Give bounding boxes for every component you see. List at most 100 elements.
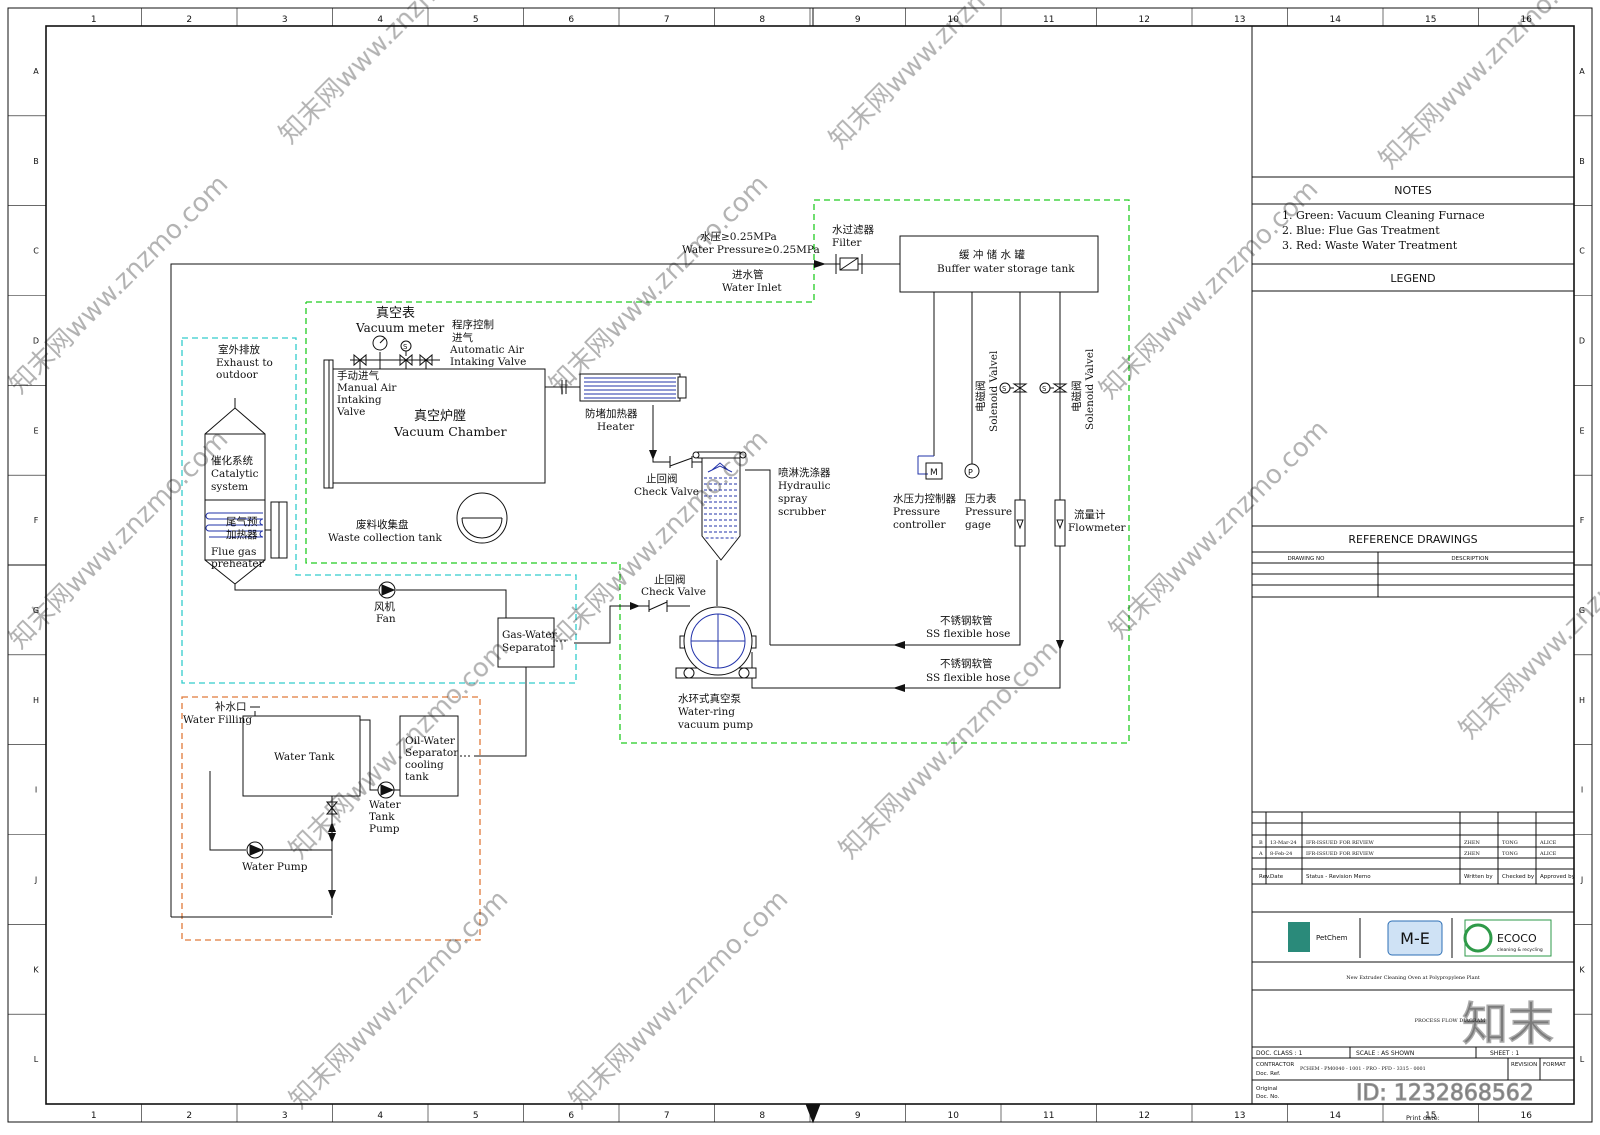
label-waste-en: Waste collection tank xyxy=(328,532,443,544)
grid-column-labels: 1122334455667788991010111112121313141415… xyxy=(91,8,1532,1122)
label-preheater-en1: Flue gas xyxy=(211,546,256,558)
grid-col-label: 4 xyxy=(377,1111,383,1121)
label-catalytic-en1: Catalytic xyxy=(211,468,259,480)
label-vacuum-pump-en1: Water-ring xyxy=(678,706,735,718)
grid-row-label: D xyxy=(1579,336,1585,345)
process-flow: PROCESS FLOW DIAGRAM xyxy=(1415,1018,1486,1024)
grid-col-label: 9 xyxy=(855,1111,861,1121)
label-chamber-cn: 真空炉膛 xyxy=(414,409,466,424)
label-auto-air-en1: Automatic Air xyxy=(449,344,525,356)
solenoid-valve-2 xyxy=(1039,382,1068,394)
label-S2: S xyxy=(1042,385,1047,393)
label-solenoid1-cn: 电磁阀 xyxy=(974,381,987,413)
grid-col-label: 13 xyxy=(1234,1111,1245,1121)
label-catalytic-en2: system xyxy=(211,481,248,493)
rev-header: Status - Revision Memo xyxy=(1306,874,1371,880)
label-manual-air-cn: 手动进气 xyxy=(337,369,379,382)
flange xyxy=(561,380,567,394)
grid-col-label: 15 xyxy=(1425,15,1436,25)
grid-row-label: L xyxy=(34,1055,39,1064)
rev-cell: 8-Feb-24 xyxy=(1270,851,1292,857)
ref-title: REFERENCE DRAWINGS xyxy=(1348,533,1477,546)
grid-row-label: A xyxy=(33,67,39,76)
label-wt-pump-en2: Tank xyxy=(369,811,395,823)
title-block xyxy=(1251,26,1574,1104)
label-check-valve1-en: Check Valve xyxy=(634,486,699,498)
label-flowmeter-en: Flowmeter xyxy=(1068,522,1127,534)
hydraulic-spray-scrubber xyxy=(692,451,747,561)
grid-row-label: A xyxy=(1579,67,1585,76)
water-filter xyxy=(835,254,863,274)
rev-cell: ALICE xyxy=(1539,840,1557,846)
label-exhaust-cn: 室外排放 xyxy=(218,343,260,356)
watermark-text: 知末网www.znzmo.com xyxy=(274,0,505,150)
grid-col-label: 7 xyxy=(664,1111,670,1121)
grid-col-label: 13 xyxy=(1234,15,1245,25)
doc-class: DOC. CLASS : 1 xyxy=(1256,1050,1303,1057)
label-scrubber-cn: 喷淋洗涤器 xyxy=(778,466,831,479)
grid-col-label: 1 xyxy=(91,15,97,25)
logo-me: M-E xyxy=(1400,929,1430,948)
label-pressure-ctrl-en2: controller xyxy=(893,519,946,531)
water-tank-pump xyxy=(377,781,400,799)
grid-row-label: B xyxy=(1579,157,1585,166)
heater xyxy=(579,373,687,402)
vacuum-meter xyxy=(372,335,388,351)
rev-cell: IFR-ISSUED FOR REVIEW xyxy=(1306,840,1375,846)
rev-cell: TONG xyxy=(1502,840,1518,846)
grid-row-label: G xyxy=(33,606,39,615)
grid-col-label: 12 xyxy=(1139,15,1150,25)
grid-col-label: 9 xyxy=(855,15,861,25)
label-filter-cn: 水过滤器 xyxy=(832,223,874,236)
label-vacuum-pump-cn: 水环式真空泵 xyxy=(678,692,741,705)
grid-row-label: E xyxy=(1579,426,1584,435)
grid-col-label: 11 xyxy=(1043,15,1054,25)
label-check-valve2-en: Check Valve xyxy=(641,586,706,598)
flowmeters xyxy=(1014,499,1066,547)
label-hose2-cn: 不锈钢软管 xyxy=(940,657,993,670)
label-pressure-gage-cn: 压力表 xyxy=(965,492,997,505)
grid-col-label: 15 xyxy=(1425,1111,1436,1121)
logo-ecoco: ECOCO xyxy=(1497,932,1537,945)
orange-region xyxy=(181,696,481,941)
label-ows-en3: cooling xyxy=(405,759,444,771)
label-pressure-gage-en1: Pressure xyxy=(965,506,1012,518)
grid-row-label: C xyxy=(1579,247,1585,256)
grid-col-label: 3 xyxy=(282,1111,288,1121)
solenoid-valve-1 xyxy=(999,382,1028,394)
grid-row-label: I xyxy=(1581,786,1583,795)
label-auto-air-en2: Intaking Valve xyxy=(450,356,526,368)
label-pressure-gage-en2: gage xyxy=(965,519,991,531)
label-scrubber-en3: scrubber xyxy=(778,506,827,518)
label-manual-air-en1: Manual Air xyxy=(337,382,397,394)
grid-row-label: K xyxy=(1579,965,1585,974)
scale: SCALE : AS SHOWN xyxy=(1356,1050,1414,1057)
label-water-pump: Water Pump xyxy=(242,861,308,873)
grid-row-label: E xyxy=(33,426,38,435)
watermark-text: 知末网www.znzmo.com xyxy=(1094,174,1325,405)
label-waste-cn: 废料收集盘 xyxy=(356,518,409,531)
rev-cell: ZHEN xyxy=(1464,840,1480,846)
label-heater-cn: 防堵加热器 xyxy=(585,407,638,420)
sheet: SHEET : 1 xyxy=(1490,1050,1519,1057)
label-preheater-en2: preheater xyxy=(211,558,265,570)
oil-water-separator-tank xyxy=(399,715,459,797)
label-hose2-en: SS flexible hose xyxy=(926,672,1010,684)
grid-col-label: 10 xyxy=(948,1111,960,1121)
label-buffer-cn: 缓 冲 储 水 罐 xyxy=(959,248,1025,261)
diagram-labels: 水压≥0.25MPa Water Pressure≥0.25MPa 进水管 Wa… xyxy=(183,223,1127,873)
title-block-text: NOTES 1. Green: Vacuum Cleaning Furnace … xyxy=(1256,184,1576,1122)
pressure-controller xyxy=(917,455,943,480)
watermark-text: 知末网www.znzmo.com xyxy=(1104,414,1335,645)
label-heater-en: Heater xyxy=(597,421,635,433)
label-catalytic-cn: 催化系统 xyxy=(211,454,253,467)
label-auto-air-cn1: 程序控制 xyxy=(452,318,494,331)
grid-row-label: D xyxy=(33,336,39,345)
catalytic-system xyxy=(204,398,288,585)
label-solenoid1-en: Solenoid Valvel xyxy=(988,350,1000,432)
label-fan-cn: 风机 xyxy=(374,600,395,613)
label-gws-en2: Separator xyxy=(502,642,556,654)
label-P: P xyxy=(968,468,973,477)
